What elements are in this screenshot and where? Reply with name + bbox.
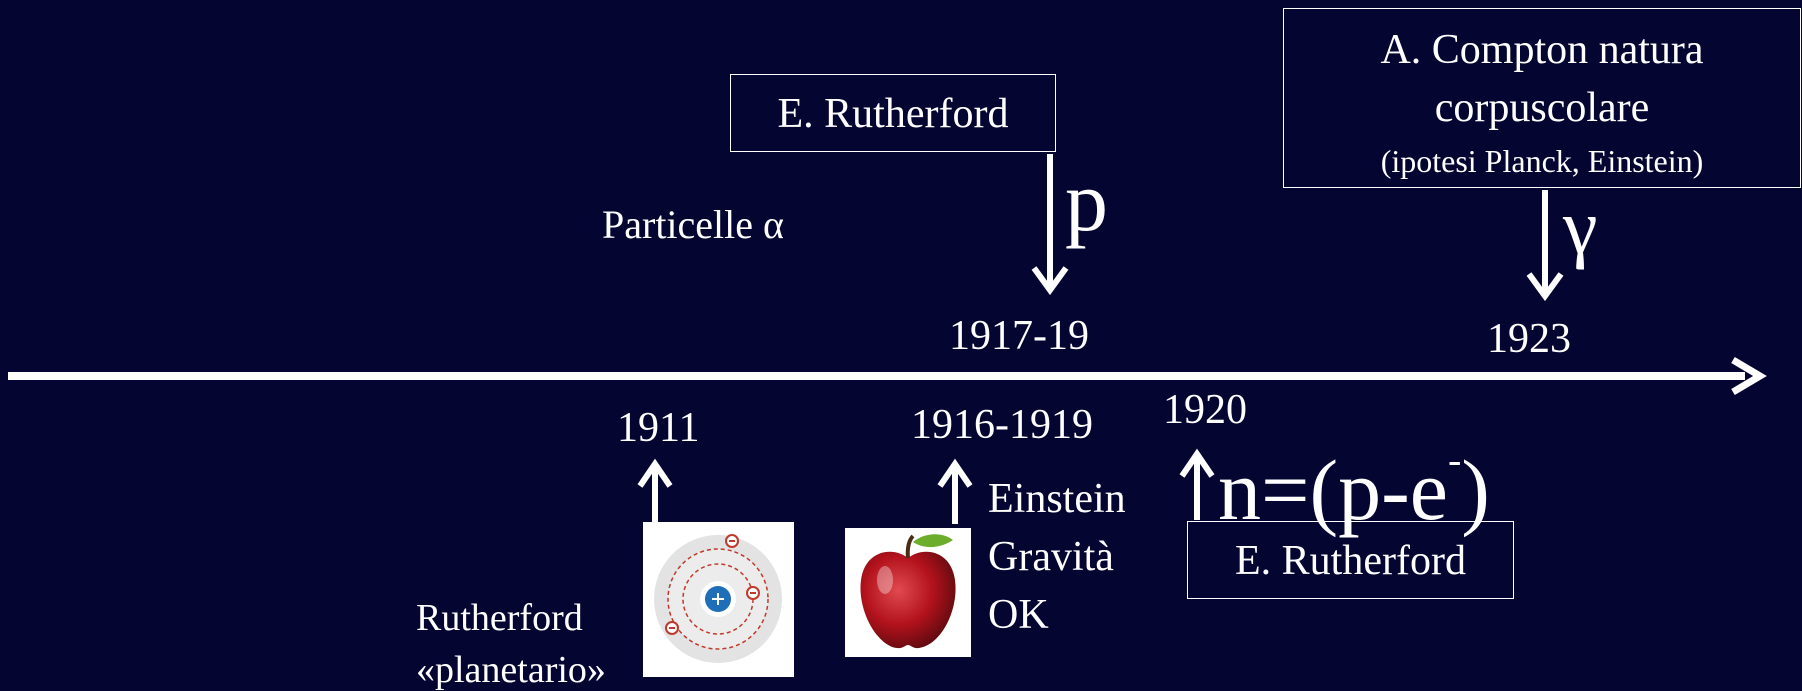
compton-line-1: A. Compton natura [1380,27,1704,73]
neutron-formula-main: n=(p-e [1218,442,1448,538]
alpha-particles-label: Particelle α [602,202,784,247]
rutherford-neutron-box: E. Rutherford [1187,521,1514,599]
einstein-line-1: Einstein [988,476,1126,522]
neutron-formula: n=(p-e-) [1218,437,1490,534]
planetary-line-2: «planetario» [416,649,606,691]
einstein-line-3: OK [988,592,1049,638]
einstein-line-2: Gravità [988,534,1114,580]
atom-model-icon [643,522,794,677]
gamma-symbol: γ [1563,183,1598,270]
gamma-down-arrow [1526,190,1564,302]
up-arrow-1920 [1179,448,1215,520]
year-1911: 1911 [617,405,700,451]
compton-line-3: (ipotesi Planck, Einstein) [1380,143,1704,179]
compton-box: A. Compton natura corpuscolare (ipotesi … [1283,8,1801,188]
year-1916-1919: 1916-1919 [911,402,1093,448]
year-1917-19: 1917-19 [949,313,1089,359]
neutron-formula-close: ) [1461,442,1490,538]
rutherford-proton-label: E. Rutherford [777,91,1009,137]
compton-line-2: corpuscolare [1434,85,1650,131]
planetary-line-1: Rutherford [416,597,583,639]
rutherford-proton-box: E. Rutherford [730,74,1056,152]
year-1920: 1920 [1163,387,1247,433]
proton-down-arrow [1031,154,1069,296]
apple-icon [845,528,971,657]
neutron-formula-sup: - [1447,437,1462,482]
rutherford-neutron-label: E. Rutherford [1235,538,1466,584]
timeline-axis [8,356,1767,396]
up-arrow-1911 [637,458,673,524]
up-arrow-1916 [937,458,973,524]
year-1923: 1923 [1487,316,1571,362]
proton-symbol: p [1065,153,1108,249]
